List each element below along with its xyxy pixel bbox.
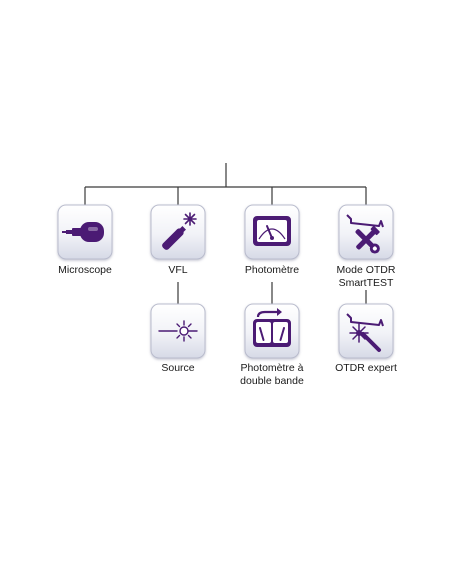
tile-microscope xyxy=(57,204,113,260)
tile-otdr-smarttest xyxy=(338,204,394,260)
dual-band-meter-icon xyxy=(253,308,291,347)
label-otdr-expert: OTDR expert xyxy=(335,362,397,374)
tile-source xyxy=(150,303,206,359)
tile-photometre-double-bande xyxy=(244,303,300,359)
tile-otdr-expert xyxy=(338,303,394,359)
laser-pen-icon xyxy=(162,212,197,250)
label-vfl: VFL xyxy=(168,264,188,276)
label-source: Source xyxy=(161,362,195,374)
otdr-wand-icon xyxy=(346,313,384,352)
tile-vfl xyxy=(150,204,206,260)
microscope-icon xyxy=(62,222,104,242)
label-otdr-smarttest: Mode OTDR SmartTEST xyxy=(336,264,396,289)
label-photometre: Photomètre xyxy=(244,264,300,276)
tile-photometre xyxy=(244,204,300,260)
power-meter-icon xyxy=(253,216,291,246)
label-microscope: Microscope xyxy=(58,264,112,276)
label-photometre-double-bande: Photomètre à double bande xyxy=(240,362,304,387)
light-source-icon xyxy=(158,320,198,342)
otdr-tools-icon xyxy=(346,214,384,254)
connector-lines xyxy=(84,163,367,304)
